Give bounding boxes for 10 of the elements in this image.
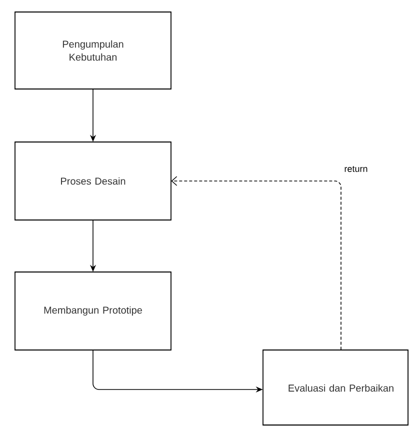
- process-box: [14, 142, 172, 220]
- process-box: [14, 272, 172, 350]
- node-label: Proses Desain: [61, 177, 126, 185]
- process-box: [262, 350, 408, 426]
- edge-label: return: [343, 165, 369, 173]
- arrow: [171, 176, 342, 350]
- process-box: [14, 12, 172, 90]
- node-label: Pengumpulan Kebutuhan: [62, 40, 124, 61]
- node-label: Membangun Prototipe: [44, 306, 142, 316]
- node-label: Evaluasi dan Perbaikan: [288, 384, 394, 392]
